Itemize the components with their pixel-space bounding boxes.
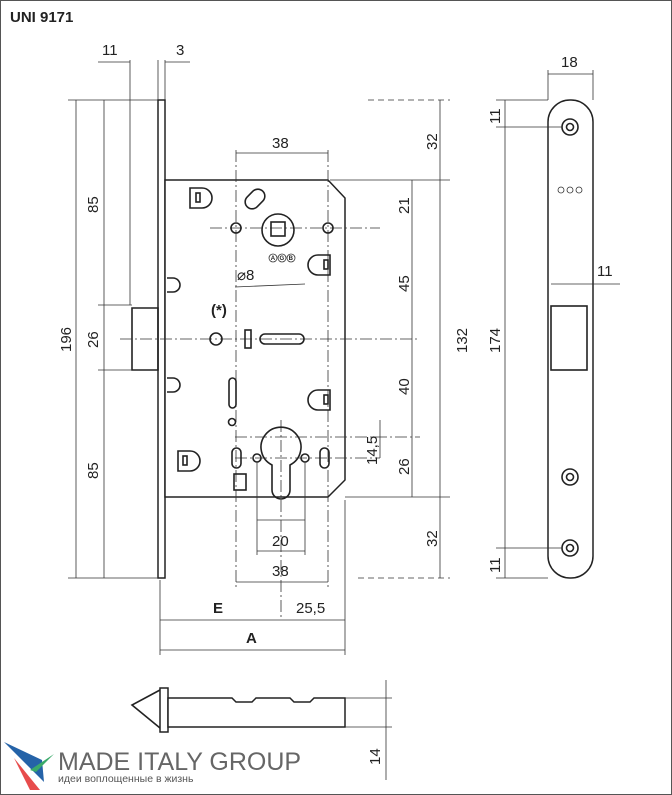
dim-45: 45: [396, 275, 413, 292]
dim-21: 21: [396, 197, 413, 214]
note-mark: (*): [211, 302, 227, 319]
right-dimension-lines: [330, 100, 450, 578]
lock-body: [164, 179, 346, 498]
dim-132: 132: [454, 328, 471, 353]
dim-85-top: 85: [85, 196, 102, 213]
cylinder-hole: [260, 426, 302, 500]
dim-11-latch: 11: [597, 263, 613, 280]
logo-tagline: идеи воплощенные в жизнь: [58, 773, 194, 785]
front-faceplate: [547, 99, 594, 579]
square-spindle-hole: [270, 221, 286, 237]
side-view: [130, 680, 392, 780]
dim-32-bottom: 32: [424, 530, 441, 547]
dim-3-top: 3: [176, 42, 184, 59]
faceplate-dimension-lines: [496, 70, 620, 579]
latch-bolt: [131, 307, 159, 371]
dim-38-top: 38: [272, 135, 289, 152]
dim-14: 14: [367, 748, 384, 765]
dim-11-plate-top: 11: [487, 108, 504, 124]
dim-18: 18: [561, 54, 578, 71]
dim-11-plate-bottom: 11: [487, 557, 504, 573]
dim-26-left: 26: [85, 331, 102, 348]
square-size-label: ⌀8: [237, 267, 254, 284]
dim-14-5: 14,5: [364, 436, 381, 465]
bottom-dimension-lines: [159, 462, 346, 655]
dim-26-right: 26: [396, 458, 413, 475]
logo-name: MADE ITALY GROUP: [58, 748, 301, 776]
dim-85-bottom: 85: [85, 462, 102, 479]
dim-196: 196: [58, 327, 75, 352]
dim-11-top: 11: [102, 42, 118, 59]
drawing-title: UNI 9171: [10, 9, 73, 26]
agb-marking: [268, 253, 296, 263]
dim-20: 20: [272, 533, 289, 550]
left-dimension-lines: [68, 60, 190, 579]
agb-marking-text: AGB: [271, 256, 298, 262]
dim-32-top: 32: [424, 133, 441, 150]
company-logo: MADE ITALY GROUP идеи воплощенные в жизн…: [4, 742, 301, 790]
dim-E: E: [213, 600, 223, 617]
dim-40: 40: [396, 378, 413, 395]
dim-174: 174: [487, 328, 504, 353]
dim-25-5: 25,5: [296, 600, 325, 617]
dim-A: A: [246, 630, 257, 647]
dim-38-bottom: 38: [272, 563, 289, 580]
latch-opening: [550, 305, 588, 371]
body-details: [167, 187, 334, 500]
